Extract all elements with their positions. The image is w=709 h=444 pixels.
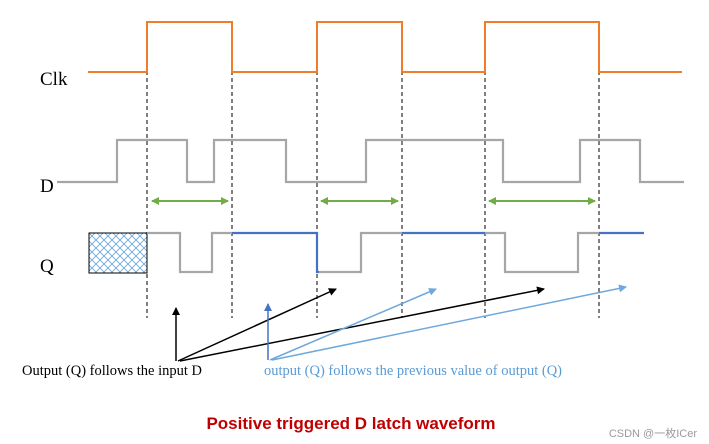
d-label: D [40, 176, 54, 197]
q-unknown-state [88, 232, 148, 274]
follows-input-annotation: Output (Q) follows the input D [22, 363, 202, 379]
q-hold-segment [232, 231, 319, 274]
follows-previous-annotation: output (Q) follows the previous value of… [264, 363, 562, 379]
clk-waveform [88, 21, 682, 73]
follows-previous-arrow [269, 288, 437, 361]
q-follow-segment [485, 231, 599, 274]
d-waveform [57, 138, 684, 184]
clk-label: Clk [40, 69, 68, 90]
follows-input-arrow [179, 286, 545, 362]
q-follow-segment [147, 231, 232, 274]
csdn-watermark: CSDN @一枚ICer [609, 426, 698, 440]
q-label: Q [40, 256, 54, 277]
diagram-caption: Positive triggered D latch waveform [206, 414, 495, 433]
follows-previous-arrow [271, 284, 627, 361]
follows-input-arrow [177, 288, 337, 362]
q-hold-segments [232, 231, 644, 274]
q-follow-segments [147, 231, 599, 274]
follows-input-arrows [172, 286, 545, 362]
q-follow-segment [319, 231, 402, 274]
follows-previous-arrows [264, 284, 627, 361]
